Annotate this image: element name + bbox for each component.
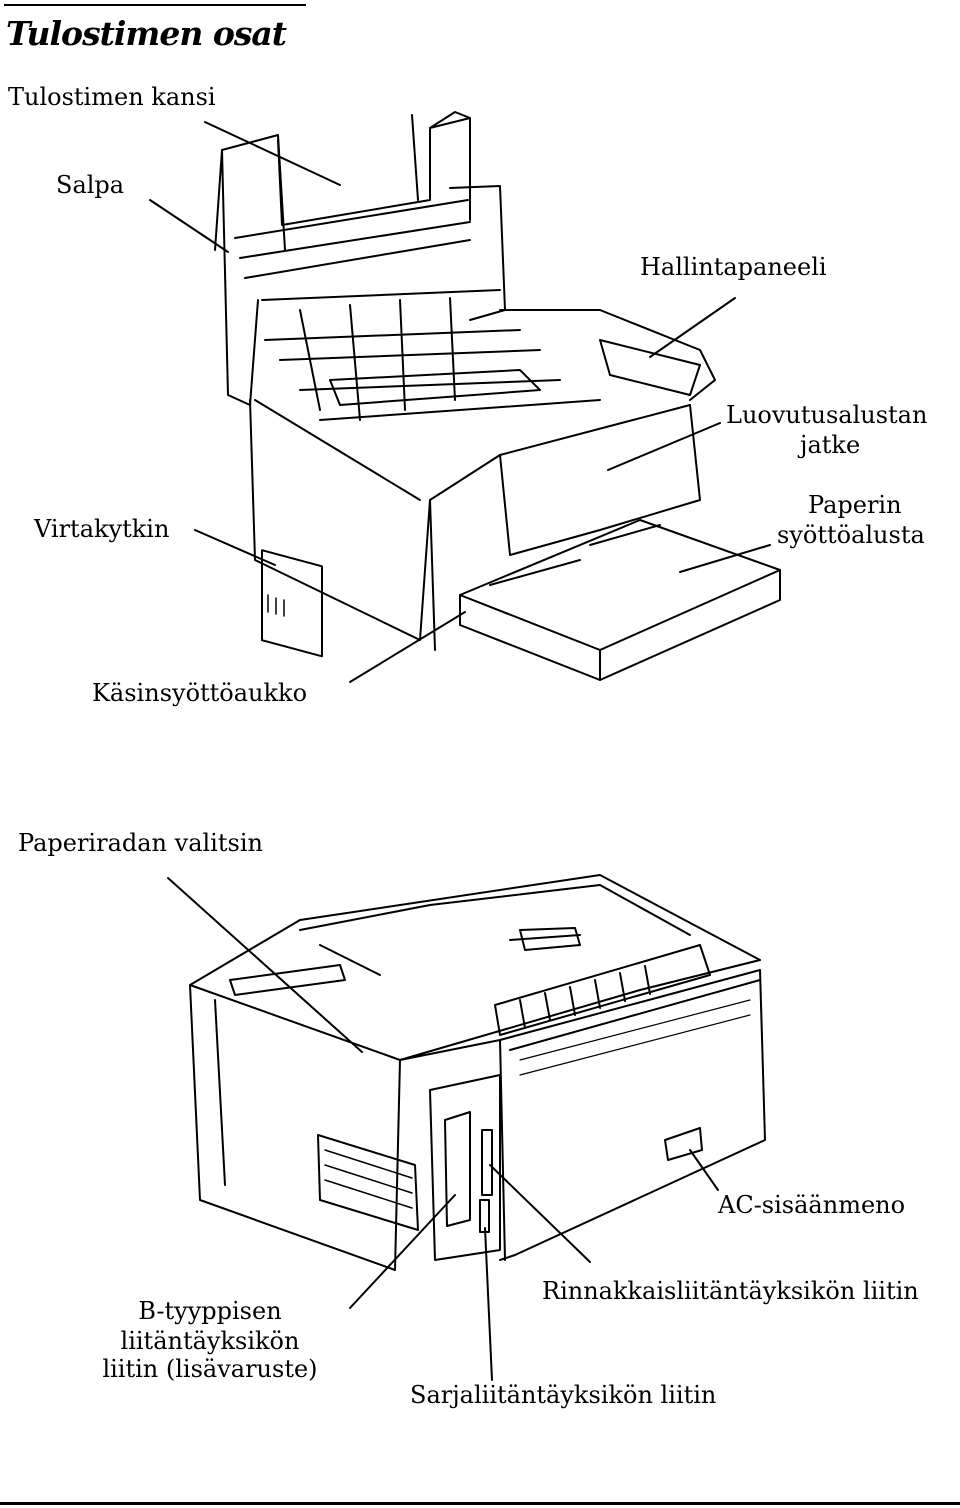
rear-leader-lines: [168, 878, 718, 1380]
label-type-b-connector-line3: liitin (lisävaruste): [102, 1355, 318, 1383]
printer-front-drawing: [215, 112, 780, 680]
label-manual-feed-slot: Käsinsyöttöaukko: [92, 679, 308, 707]
label-serial-connector: Sarjaliitäntäyksikön liitin: [410, 1381, 717, 1409]
label-output-tray-extension-line1: Luovutusalustan: [726, 401, 928, 429]
label-ac-inlet: AC-sisäänmeno: [718, 1191, 906, 1219]
label-parallel-connector: Rinnakkaisliitäntäyksikön liitin: [542, 1277, 919, 1305]
label-control-panel: Hallintapaneeli: [640, 253, 827, 281]
label-printer-cover: Tulostimen kansi: [8, 83, 216, 111]
label-type-b-connector-line1: B-tyyppisen: [138, 1297, 282, 1325]
label-paper-path-selector: Paperiradan valitsin: [18, 829, 263, 857]
printer-rear-drawing: [190, 875, 765, 1270]
label-output-tray-extension-line2: jatke: [800, 431, 861, 459]
front-leader-lines: [150, 122, 770, 682]
header-rule: [4, 4, 306, 6]
label-paper-tray-line2: syöttöalusta: [777, 521, 925, 549]
label-latch: Salpa: [56, 171, 125, 199]
footer-rule: [0, 1502, 960, 1505]
label-power-switch: Virtakytkin: [34, 515, 170, 543]
page-title: Tulostimen osat: [6, 14, 287, 53]
label-type-b-connector-line2: liitäntäyksikön: [120, 1327, 300, 1355]
label-paper-tray-line1: Paperin: [808, 491, 902, 519]
